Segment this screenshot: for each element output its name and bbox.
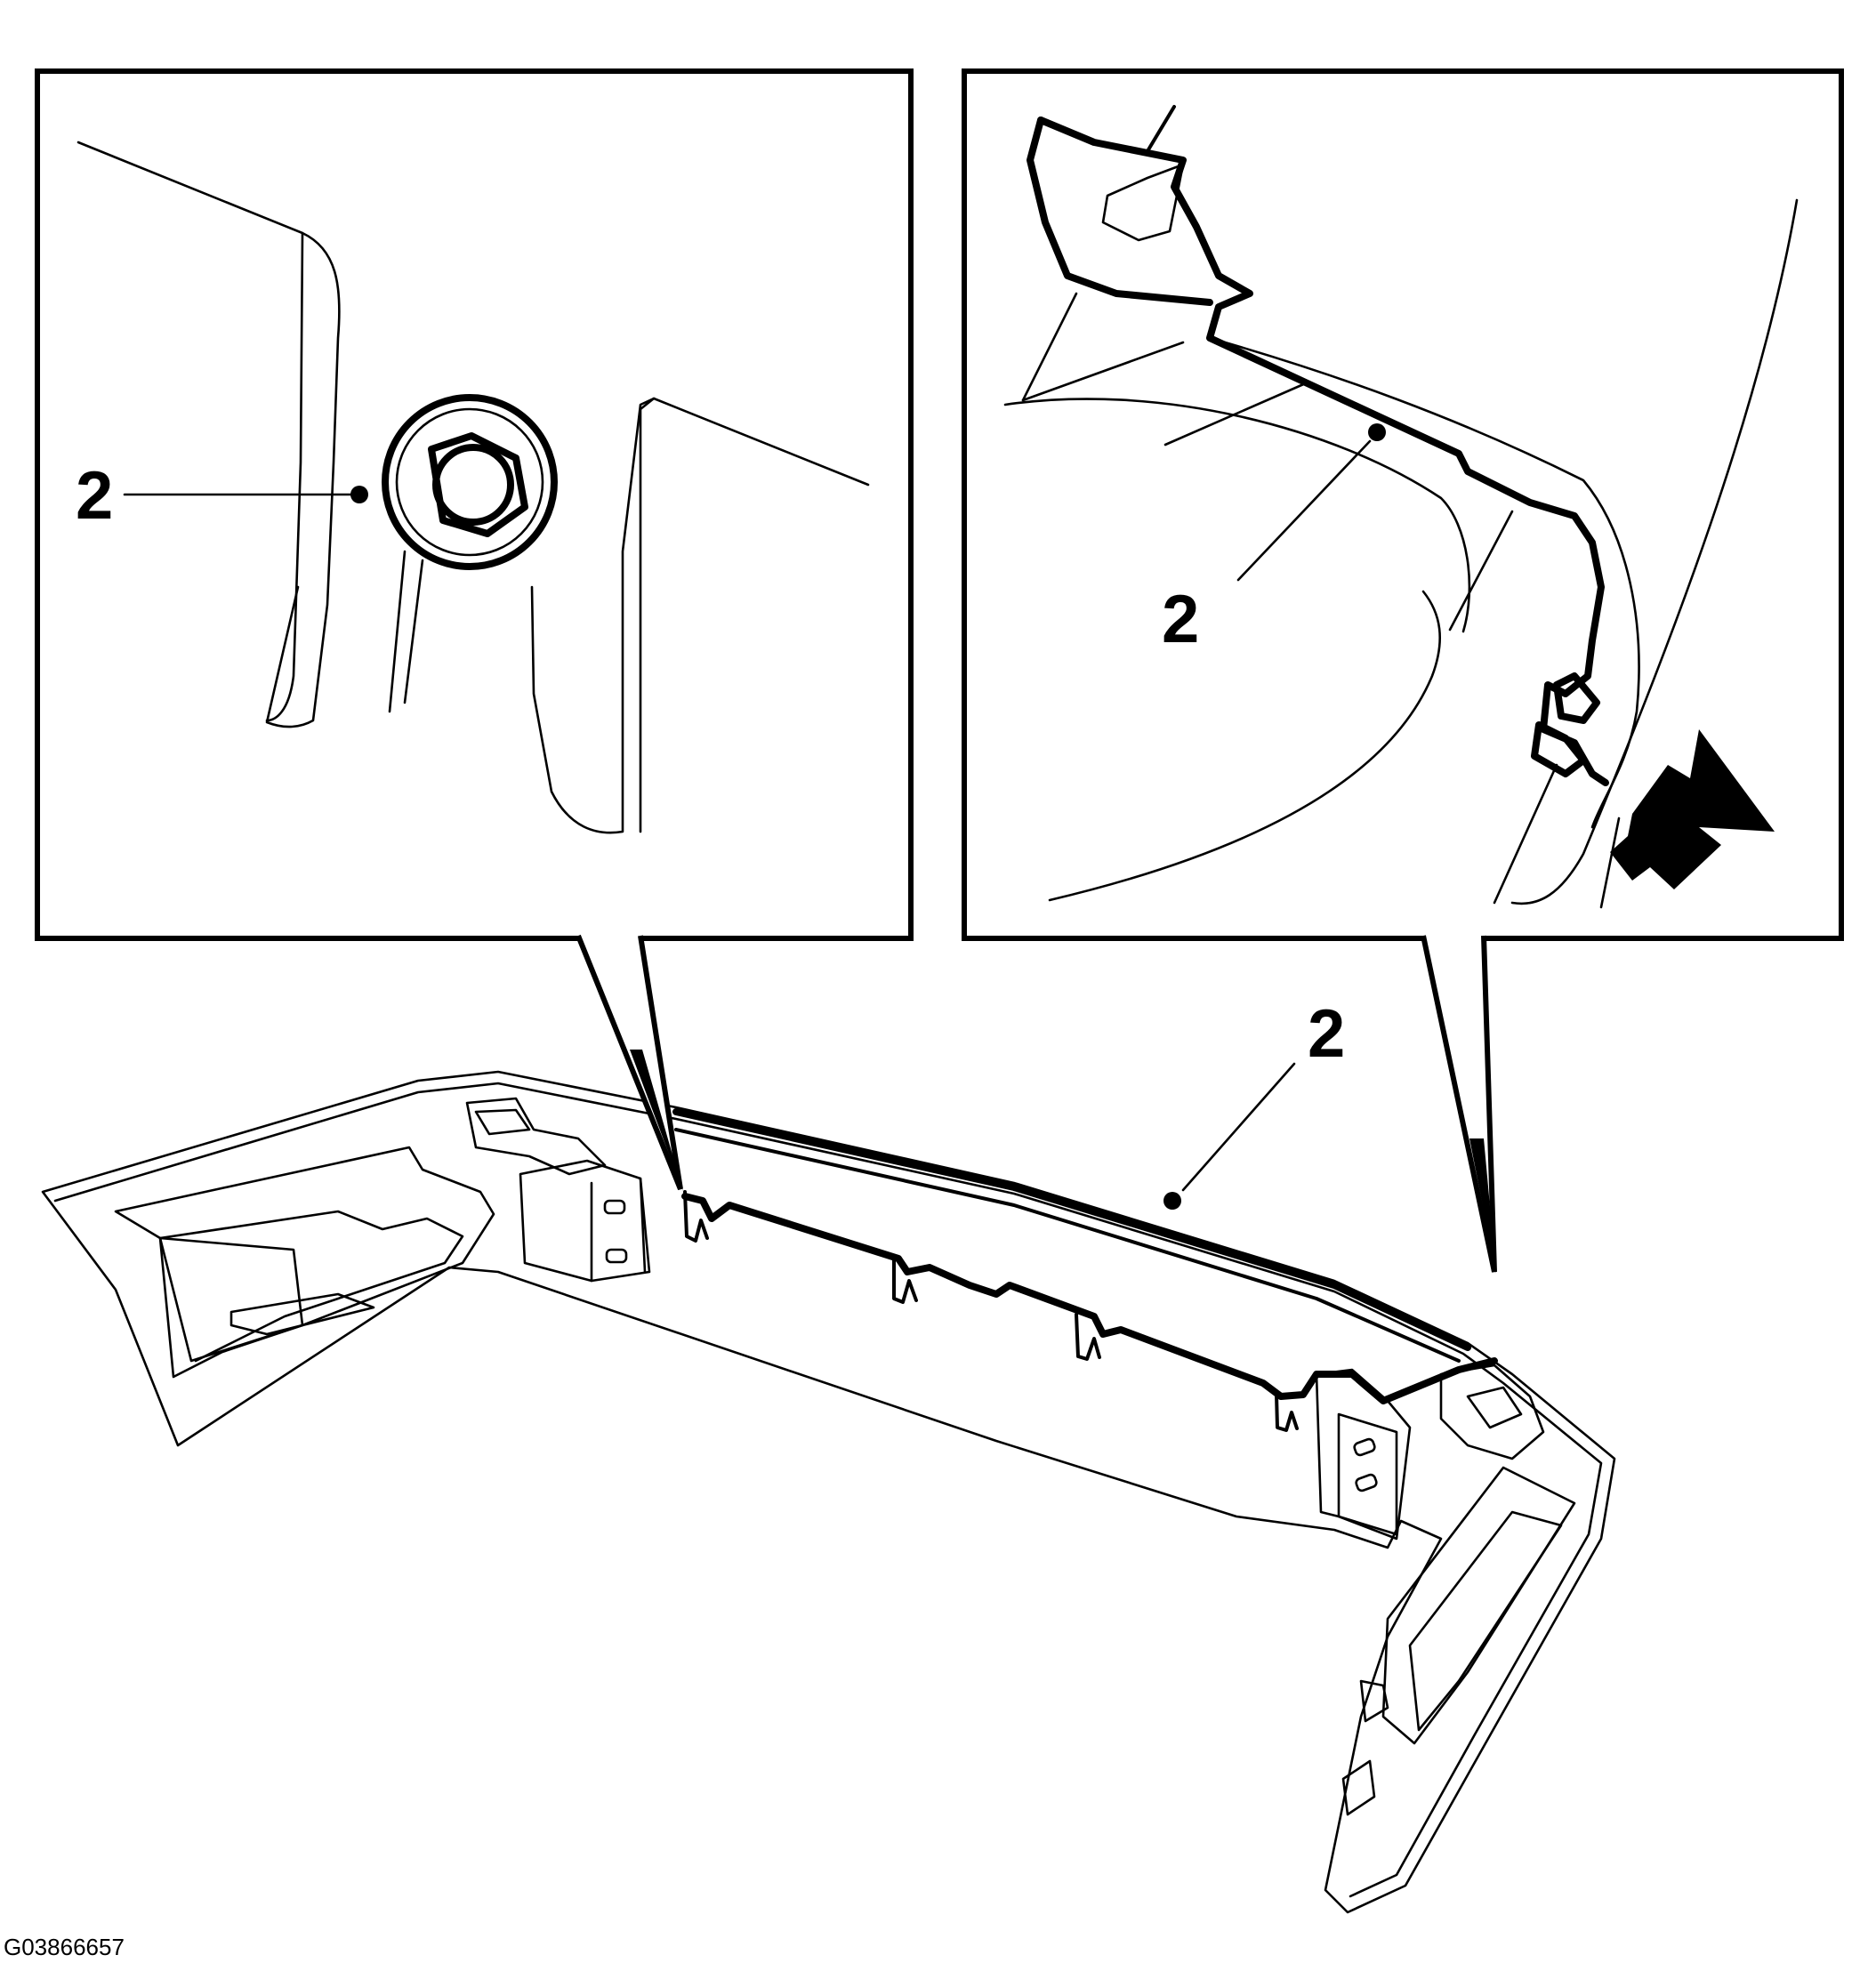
left-side-pocket xyxy=(114,1146,495,1379)
right-corner-bracket xyxy=(1315,1368,1412,1541)
hex-nut-bore xyxy=(432,444,514,526)
retaining-stud xyxy=(1146,105,1176,153)
bumper-upper-lip xyxy=(672,1108,1471,1351)
bumper-bracket-outline-inner xyxy=(265,231,304,722)
right-bracket-slot-1 xyxy=(1353,1437,1376,1457)
bumper-bracket-outline xyxy=(76,141,341,728)
bumper-cover-main-view xyxy=(41,1070,1616,1914)
detail-view-right: 2 xyxy=(962,68,1844,941)
pointer-left-tip xyxy=(630,1050,683,1192)
retaining-clip-2 xyxy=(892,1257,918,1304)
left-lower-tab xyxy=(229,1292,375,1336)
right-return-panel xyxy=(1381,1466,1576,1745)
pointer-right-wedge xyxy=(1421,935,1497,1273)
pointer-left-wedge xyxy=(576,934,683,1191)
body-panel-inner-line xyxy=(1021,341,1514,632)
fender-edge xyxy=(1510,198,1799,905)
bumper-edge-strip-outline xyxy=(1021,163,1640,829)
body-panel-upper-curve xyxy=(1003,398,1471,633)
left-bracket-slot-2 xyxy=(605,1248,628,1264)
left-upper-latch xyxy=(465,1097,607,1176)
pointer-right-tip xyxy=(1469,1138,1496,1274)
retaining-clip-4 xyxy=(1275,1393,1299,1432)
right-bracket-slot-2 xyxy=(1355,1473,1378,1492)
callout-number-main: 2 xyxy=(1308,996,1345,1072)
bumper-outer-outline xyxy=(41,1070,1616,1914)
mounting-plate-edge xyxy=(639,397,656,833)
callout-leader-main xyxy=(1181,1062,1296,1192)
retaining-clip-1 xyxy=(683,1190,709,1243)
callout-dot-left xyxy=(350,486,368,503)
detail-pointers xyxy=(576,934,1497,1274)
hex-nut xyxy=(428,432,528,537)
callout-number-left: 2 xyxy=(76,458,113,534)
flange-nut-washer-inner xyxy=(395,407,544,557)
right-lower-tab xyxy=(1341,1759,1376,1816)
bumper-edge-strip-upper xyxy=(1027,117,1213,306)
bumper-inner-outline xyxy=(53,1082,1603,1898)
right-lower-clip xyxy=(1359,1679,1389,1723)
callout-dot-right xyxy=(1368,423,1386,441)
left-side-pocket-face xyxy=(158,1210,464,1363)
edge-clip-lower xyxy=(1531,721,1587,777)
right-return-pocket xyxy=(1408,1510,1563,1732)
fender-edge-inner xyxy=(1493,763,1621,909)
right-bracket-face xyxy=(1337,1412,1398,1536)
callout-dot-main xyxy=(1163,1192,1181,1210)
right-upper-latch xyxy=(1439,1364,1545,1460)
bumper-upper-lip-inner xyxy=(674,1128,1461,1363)
left-corner-bracket-face xyxy=(590,1177,647,1283)
main-callout: 2 xyxy=(1163,996,1345,1210)
left-corner-bracket xyxy=(519,1159,651,1283)
edge-clip-upper xyxy=(1553,672,1600,724)
figure-id-label: G03866657 xyxy=(4,1934,125,1960)
left-bracket-slot-1 xyxy=(603,1199,626,1215)
flange-nut-washer xyxy=(382,394,558,570)
mounting-plate xyxy=(530,397,870,834)
center-retaining-strip xyxy=(681,1193,1498,1404)
detail-frame-left xyxy=(35,68,914,941)
left-upper-latch-hole xyxy=(474,1108,531,1136)
body-panel-lower-curve xyxy=(1048,590,1441,902)
bracket-leg-left xyxy=(388,550,424,713)
removal-direction-arrow-icon xyxy=(1610,729,1775,889)
callout-leader-right xyxy=(1236,439,1372,582)
bumper-edge-strip-removed xyxy=(1037,117,1609,786)
callout-number-right: 2 xyxy=(1162,582,1199,657)
detail-view-left: 2 xyxy=(35,68,914,941)
right-upper-latch-hole xyxy=(1466,1386,1523,1429)
retaining-clip-3 xyxy=(1075,1313,1101,1361)
